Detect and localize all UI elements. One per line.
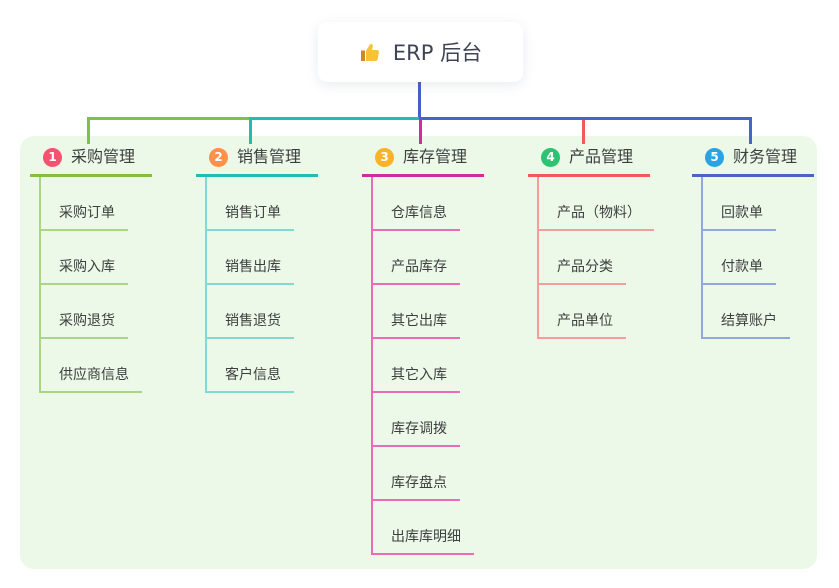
- sub-item-row: 销售退货: [207, 285, 318, 339]
- sub-item-label[interactable]: 产品（物料）: [539, 203, 654, 231]
- branch-finance: 5 财务管理 回款单付款单结算账户: [692, 146, 815, 339]
- sub-item-label[interactable]: 其它入库: [373, 365, 460, 393]
- sub-item-label[interactable]: 供应商信息: [41, 365, 142, 393]
- sub-item-label[interactable]: 出库库明细: [373, 527, 474, 555]
- sub-item-label[interactable]: 付款单: [703, 257, 776, 285]
- sub-item-row: 产品（物料）: [539, 177, 654, 231]
- branch-number-badge: 3: [375, 147, 394, 167]
- sub-item-row: 采购入库: [41, 231, 152, 285]
- root-node[interactable]: ERP 后台: [318, 22, 523, 82]
- connector-drop-branch1: [87, 117, 90, 144]
- connector-root-vertical: [418, 81, 421, 118]
- connector-drop-branch5: [749, 117, 752, 144]
- sub-item-row: 采购退货: [41, 285, 152, 339]
- branch-header[interactable]: 4 产品管理: [528, 146, 651, 177]
- sub-item-row: 其它入库: [373, 339, 484, 393]
- sub-item-row: 结算账户: [703, 285, 814, 339]
- sub-item-row: 客户信息: [207, 339, 318, 393]
- branch-label: 采购管理: [71, 147, 136, 166]
- sub-item-label[interactable]: 库存盘点: [373, 473, 460, 501]
- connector-horizontal-right: [419, 117, 751, 120]
- branch-number-badge: 4: [541, 147, 560, 167]
- root-title: ERP 后台: [392, 41, 483, 65]
- branch-number-badge: 1: [43, 147, 62, 167]
- sub-item-row: 产品库存: [373, 231, 484, 285]
- branch-items: 回款单付款单结算账户: [701, 177, 814, 339]
- thumbs-up-icon: [359, 40, 383, 64]
- sub-item-label[interactable]: 库存调拨: [373, 419, 460, 447]
- sub-item-row: 库存盘点: [373, 447, 484, 501]
- sub-item-label[interactable]: 产品分类: [539, 257, 626, 285]
- sub-item-row: 产品单位: [539, 285, 654, 339]
- sub-item-row: 出库库明细: [373, 501, 484, 555]
- sub-item-row: 库存调拨: [373, 393, 484, 447]
- branch-label: 财务管理: [733, 147, 798, 166]
- branch-header[interactable]: 5 财务管理: [692, 146, 815, 177]
- branch-items: 销售订单销售出库销售退货客户信息: [205, 177, 318, 393]
- sub-item-label[interactable]: 结算账户: [703, 311, 790, 339]
- branch-label: 产品管理: [569, 147, 634, 166]
- sub-item-label[interactable]: 销售订单: [207, 203, 294, 231]
- branch-purchase: 1 采购管理 采购订单采购入库采购退货供应商信息: [30, 146, 153, 393]
- sub-item-row: 销售订单: [207, 177, 318, 231]
- sub-item-label[interactable]: 销售出库: [207, 257, 294, 285]
- sub-item-row: 销售出库: [207, 231, 318, 285]
- branch-sales: 2 销售管理 销售订单销售出库销售退货客户信息: [196, 146, 319, 393]
- connector-drop-branch3: [419, 120, 422, 144]
- connector-drop-branch2: [249, 117, 252, 144]
- sub-item-label[interactable]: 产品单位: [539, 311, 626, 339]
- branch-items: 产品（物料） 产品分类产品单位: [537, 177, 654, 339]
- connector-horizontal-middle: [249, 117, 421, 120]
- sub-item-row: 供应商信息: [41, 339, 152, 393]
- sub-item-label[interactable]: 采购退货: [41, 311, 128, 339]
- branches-panel: [20, 136, 817, 569]
- branch-items: 采购订单采购入库采购退货供应商信息: [39, 177, 152, 393]
- branch-number-badge: 2: [209, 147, 228, 167]
- sub-item-label[interactable]: 产品库存: [373, 257, 460, 285]
- sub-item-row: 产品分类: [539, 231, 654, 285]
- connector-horizontal-left: [87, 117, 251, 120]
- sub-item-label[interactable]: 回款单: [703, 203, 776, 231]
- sub-item-row: 采购订单: [41, 177, 152, 231]
- branch-label: 库存管理: [403, 147, 468, 166]
- connector-drop-branch4: [582, 120, 585, 144]
- sub-item-label[interactable]: 销售退货: [207, 311, 294, 339]
- branch-header[interactable]: 1 采购管理: [30, 146, 153, 177]
- branch-inventory: 3 库存管理 仓库信息产品库存其它出库其它入库库存调拨库存盘点出库库明细: [362, 146, 485, 555]
- branch-header[interactable]: 2 销售管理: [196, 146, 319, 177]
- sub-item-label[interactable]: 采购入库: [41, 257, 128, 285]
- sub-item-label[interactable]: 客户信息: [207, 365, 294, 393]
- branch-label: 销售管理: [237, 147, 302, 166]
- branch-items: 仓库信息产品库存其它出库其它入库库存调拨库存盘点出库库明细: [371, 177, 484, 555]
- sub-item-row: 付款单: [703, 231, 814, 285]
- branch-product: 4 产品管理 产品（物料） 产品分类产品单位: [528, 146, 654, 339]
- sub-item-label[interactable]: 其它出库: [373, 311, 460, 339]
- branch-number-badge: 5: [705, 147, 724, 167]
- branch-header[interactable]: 3 库存管理: [362, 146, 485, 177]
- sub-item-label[interactable]: 仓库信息: [373, 203, 460, 231]
- sub-item-row: 回款单: [703, 177, 814, 231]
- sub-item-row: 仓库信息: [373, 177, 484, 231]
- sub-item-row: 其它出库: [373, 285, 484, 339]
- sub-item-label[interactable]: 采购订单: [41, 203, 128, 231]
